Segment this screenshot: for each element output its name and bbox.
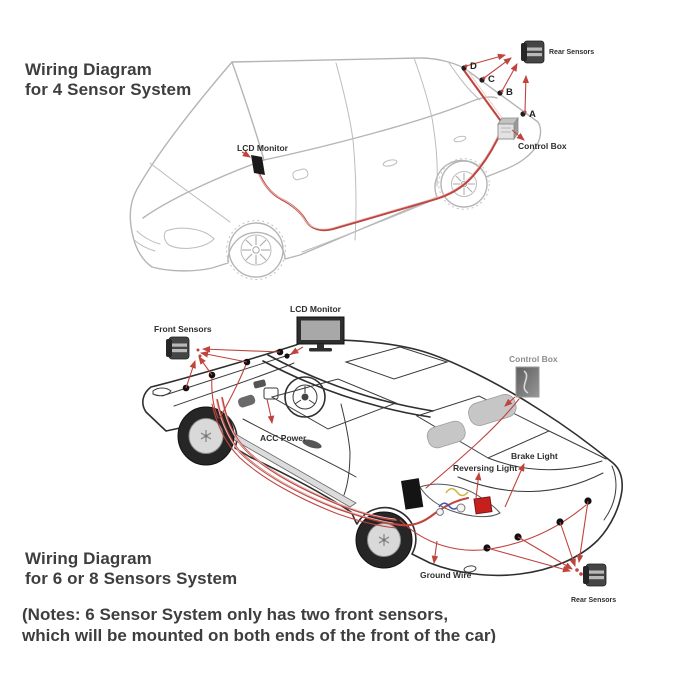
diagram1-title-line2: for 4 Sensor System — [25, 80, 192, 99]
front-sensor-callouts — [182, 345, 284, 392]
front-sensors-icon — [166, 336, 190, 360]
label-rear-sensors-bottom: Rear Sensors — [571, 597, 616, 604]
diagram2-title: Wiring Diagram for 6 or 8 Sensors System — [25, 549, 237, 589]
diagram-4-sensor-drawing: LCD Monitor Rear Sensors Control Box D C… — [129, 40, 594, 280]
rear-wheel — [438, 158, 490, 210]
door-handle — [382, 159, 398, 167]
door-handle — [453, 135, 467, 143]
reversing-light-pointer — [474, 471, 482, 499]
label-acc-power: ACC Power — [260, 433, 307, 443]
dashboard-panel — [263, 387, 279, 400]
diagram1-title: Wiring Diagram for 4 Sensor System — [25, 60, 191, 100]
front-wheel — [226, 220, 286, 280]
label-front-sensors: Front Sensors — [154, 324, 212, 334]
label-rear-sensors-top: Rear Sensors — [549, 49, 594, 56]
tail-light-connector — [436, 487, 493, 516]
pointer-arrows-bottom — [266, 346, 525, 565]
yellow-wire — [445, 487, 469, 497]
rear-sensors-icon-bottom — [583, 563, 607, 587]
windshield — [270, 378, 398, 430]
brake-light-pointer — [504, 462, 525, 508]
label-sensor-d: D — [470, 61, 477, 72]
label-control-box-bottom: Control Box — [509, 354, 558, 364]
control-box-icon — [515, 366, 540, 398]
notes-text: (Notes: 6 Sensor System only has two fro… — [22, 604, 496, 643]
steering-wheel — [284, 376, 326, 418]
rear-wheel — [355, 511, 413, 569]
rear-sensor-callouts-bottom — [483, 497, 592, 576]
ground-wire-pointer — [431, 540, 439, 565]
label-lcd-monitor-top: LCD Monitor — [237, 143, 289, 153]
label-sensor-b: B — [506, 87, 513, 98]
label-sensor-a: A — [529, 109, 536, 120]
rear-seats — [426, 394, 517, 449]
label-lcd-monitor-bottom: LCD Monitor — [290, 304, 342, 314]
headlight — [163, 227, 215, 249]
diagram-6-8-sensor-drawing: Front Sensors LCD Monitor Control Box AC… — [142, 304, 623, 604]
grille-lines — [133, 230, 161, 252]
sedan-top-outline — [129, 57, 542, 280]
label-control-box-top: Control Box — [518, 141, 567, 151]
sunroof — [344, 346, 449, 380]
acc-power-pointer — [266, 398, 275, 425]
headlight — [152, 387, 172, 397]
label-ground-wire: Ground Wire — [420, 570, 472, 580]
rearview-mirror — [253, 379, 266, 389]
connector-red-box — [473, 496, 493, 515]
lcd-monitor-pointer — [290, 346, 304, 355]
side-mirror — [238, 394, 256, 408]
notes-line1: (Notes: 6 Sensor System only has two fro… — [22, 605, 449, 624]
rear-sensor-callouts-top — [461, 53, 530, 117]
control-box-pointer — [504, 396, 516, 407]
quarter-panel-box — [401, 478, 424, 510]
front-wheel — [177, 406, 235, 466]
roof-rail — [262, 360, 431, 418]
control-box-pointer-top — [511, 129, 525, 141]
label-reversing-light: Reversing Light — [453, 463, 517, 473]
wire-harness-bottom — [211, 361, 587, 551]
lcd-monitor-pointer — [241, 150, 251, 158]
wire-harness-top — [256, 66, 506, 232]
diagram1-title-line1: Wiring Diagram — [25, 60, 152, 79]
label-sensor-c: C — [488, 74, 495, 85]
side-mirror — [292, 168, 309, 181]
exhaust-tip — [463, 565, 477, 573]
label-brake-light: Brake Light — [511, 451, 558, 461]
control-box-3d — [497, 116, 519, 141]
diagram2-title-line1: Wiring Diagram — [25, 549, 152, 568]
notes-line2: which will be mounted on both ends of th… — [22, 626, 497, 643]
lcd-monitor-icon — [296, 316, 345, 352]
bulb-socket — [436, 508, 444, 516]
door-handle — [302, 439, 322, 449]
lcd-monitor-on-dash — [251, 155, 265, 175]
rear-sensors-icon — [521, 40, 545, 64]
blue-wire — [438, 502, 460, 510]
diagram2-title-line2: for 6 or 8 Sensors System — [25, 569, 238, 588]
bulb-socket — [456, 503, 466, 513]
